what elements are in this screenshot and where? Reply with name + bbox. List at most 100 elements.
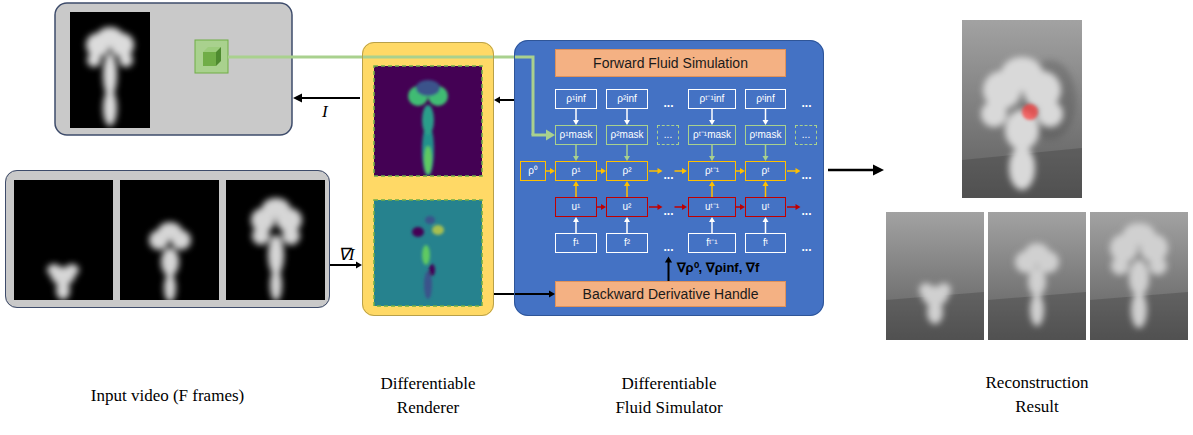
smoke-puff (1023, 71, 1061, 109)
state-box: ρ¹mask (555, 125, 597, 145)
arrowhead (763, 217, 769, 222)
density-puff (416, 80, 440, 96)
state-box: f¹ (555, 233, 597, 253)
connector-line (626, 222, 628, 234)
smoke-puff (1015, 251, 1037, 273)
connector (624, 217, 630, 233)
state-symbol: ρ²inf (617, 93, 637, 105)
smoke-puff (251, 208, 275, 232)
ellipsis: ... (801, 168, 811, 182)
ellipsis: ... (801, 96, 811, 110)
smoke-puff (86, 33, 110, 57)
arrowhead (795, 204, 800, 210)
render-output-panel (55, 3, 292, 135)
connector-line (711, 109, 713, 121)
density-puff (422, 105, 434, 135)
arrowhead (573, 181, 579, 186)
state-symbol: ρᵗmask (750, 129, 782, 141)
label-holder: ... (801, 201, 811, 219)
density-puff (422, 124, 434, 176)
connector (573, 109, 579, 125)
panel-caption: Differentiable Fluid Simulator (615, 374, 722, 417)
smoke-puff (119, 53, 133, 67)
state-box: u² (606, 197, 648, 217)
smoke-plume (86, 27, 134, 126)
speckle (412, 227, 424, 237)
connector-line (668, 262, 670, 281)
state-box: ρᵗ⁻¹mask (688, 125, 736, 145)
connector-line (711, 145, 713, 157)
smoke-puff (161, 248, 179, 276)
arrowhead (763, 181, 769, 186)
speckle (429, 264, 435, 276)
smoke-puff (65, 264, 79, 276)
stage-title: Backward Derivative Handle (583, 286, 759, 302)
label-holder: ... (663, 201, 673, 219)
state-symbol: ... (664, 129, 672, 141)
state-box: ρ²mask (606, 125, 648, 145)
arrowhead (873, 165, 884, 176)
state-box: uᵗ (745, 197, 786, 217)
state-symbol: ρ¹mask (560, 129, 593, 141)
smoke-puff (1037, 101, 1063, 127)
connector (546, 168, 555, 174)
state-box: u¹ (555, 197, 597, 217)
smoke-puff (87, 53, 101, 67)
speckle (432, 225, 444, 235)
image-ground (14, 180, 113, 300)
connector (709, 109, 715, 125)
smoke-puff (981, 101, 1007, 127)
connector-line (575, 222, 577, 234)
smoke-puff (103, 90, 117, 126)
image-ground (120, 180, 219, 300)
caption-holder: Input video (F frames) (18, 384, 318, 408)
connector-line (675, 206, 683, 208)
connector (763, 145, 769, 161)
state-symbol: ... (802, 129, 810, 141)
smoke-puff (276, 208, 302, 232)
panel-ground (5, 170, 330, 308)
smoke-plume (919, 283, 951, 324)
smoke-puff (110, 33, 134, 57)
smoke-puff (1037, 251, 1059, 273)
smoke-puff (270, 269, 282, 300)
smoke-image (120, 180, 219, 300)
result-arrow (828, 169, 874, 172)
arrowhead (682, 204, 687, 210)
connector-line (765, 222, 767, 234)
smoke-image (226, 180, 325, 300)
connector-line (597, 206, 602, 208)
backward-box: Backward Derivative Handle (555, 281, 786, 307)
connector (624, 181, 630, 197)
smoke-puff (158, 222, 182, 240)
connector-line (546, 170, 551, 172)
state-box: ρ⁰ (520, 161, 546, 181)
state-symbol: fᵗ (763, 237, 768, 249)
smoke-puff (1149, 257, 1167, 275)
state-symbol: ρᵗinf (756, 93, 774, 105)
connector (736, 204, 745, 210)
state-symbol: ρ¹inf (566, 93, 586, 105)
mask-path (228, 57, 533, 135)
state-box: uᵗ⁻¹ (688, 197, 736, 217)
ellipsis-box: ... (795, 125, 817, 145)
render-arrow (301, 97, 360, 99)
ellipsis: ... (663, 96, 673, 110)
label-holder: ∇ρ⁰, ∇ρinf, ∇f (677, 258, 760, 276)
connector-line (532, 134, 547, 137)
reconstruction-image (988, 212, 1086, 340)
connector (494, 96, 514, 103)
connector-line (787, 170, 796, 172)
label-holder: I (322, 102, 328, 122)
speckle (424, 271, 432, 299)
floor (886, 292, 984, 340)
arrowhead (293, 94, 302, 103)
smoke-puff (1140, 234, 1168, 262)
edge-label-holder: ∇I (338, 244, 355, 265)
state-box: ρᵗmask (745, 125, 786, 145)
panel-ground (362, 42, 494, 316)
state-box: fᵗ (745, 233, 786, 253)
connector-line (597, 170, 602, 172)
state-symbol: u² (623, 201, 632, 213)
